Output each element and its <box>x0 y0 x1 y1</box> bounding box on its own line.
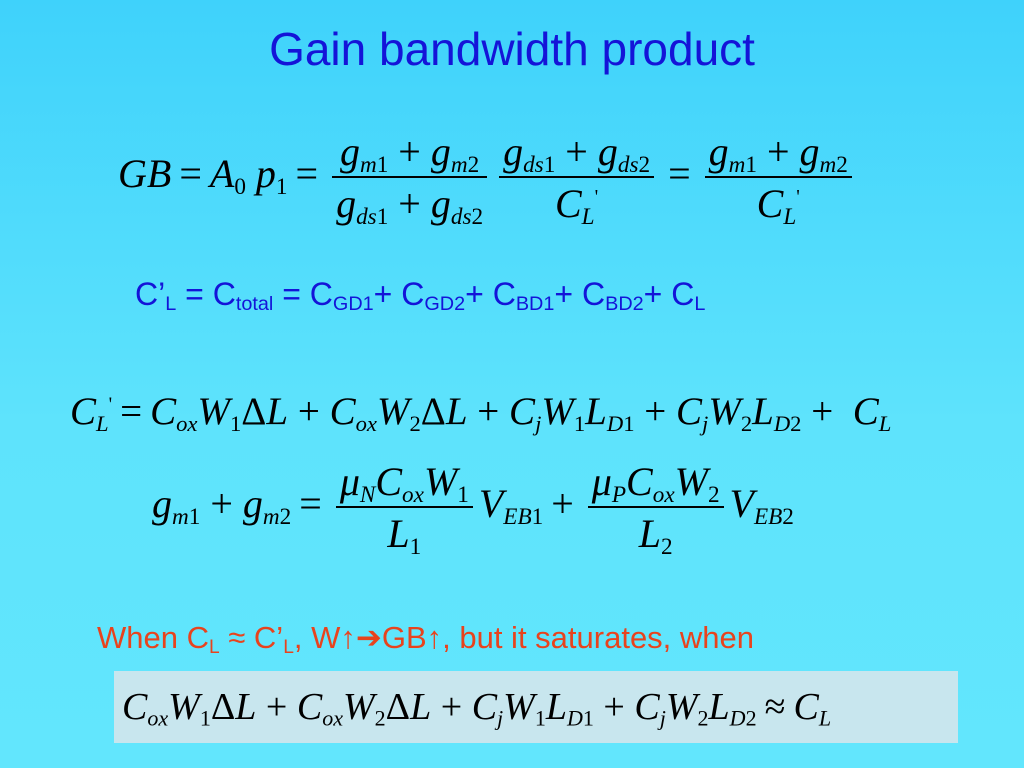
load-cap-definition: C’L = Ctotal = CGD1+ CGD2+ CBD1+ CBD2+ C… <box>135 276 706 315</box>
slide-title: Gain bandwidth product <box>269 23 755 75</box>
saturation-condition: When CL ≈ C’L, W↑➔GB↑, but it saturates,… <box>97 620 755 658</box>
saturation-equation: CoxW1ΔL + CoxW2ΔL + CjW1LD1 + CjW2LD2≈CL <box>122 686 832 731</box>
cl-expansion-equation: CL'=CoxW1ΔL + CoxW2ΔL + CjW1LD1 + CjW2LD… <box>70 390 892 436</box>
saturation-equation-box: CoxW1ΔL + CoxW2ΔL + CjW1LD1 + CjW2LD2≈CL <box>114 671 958 743</box>
